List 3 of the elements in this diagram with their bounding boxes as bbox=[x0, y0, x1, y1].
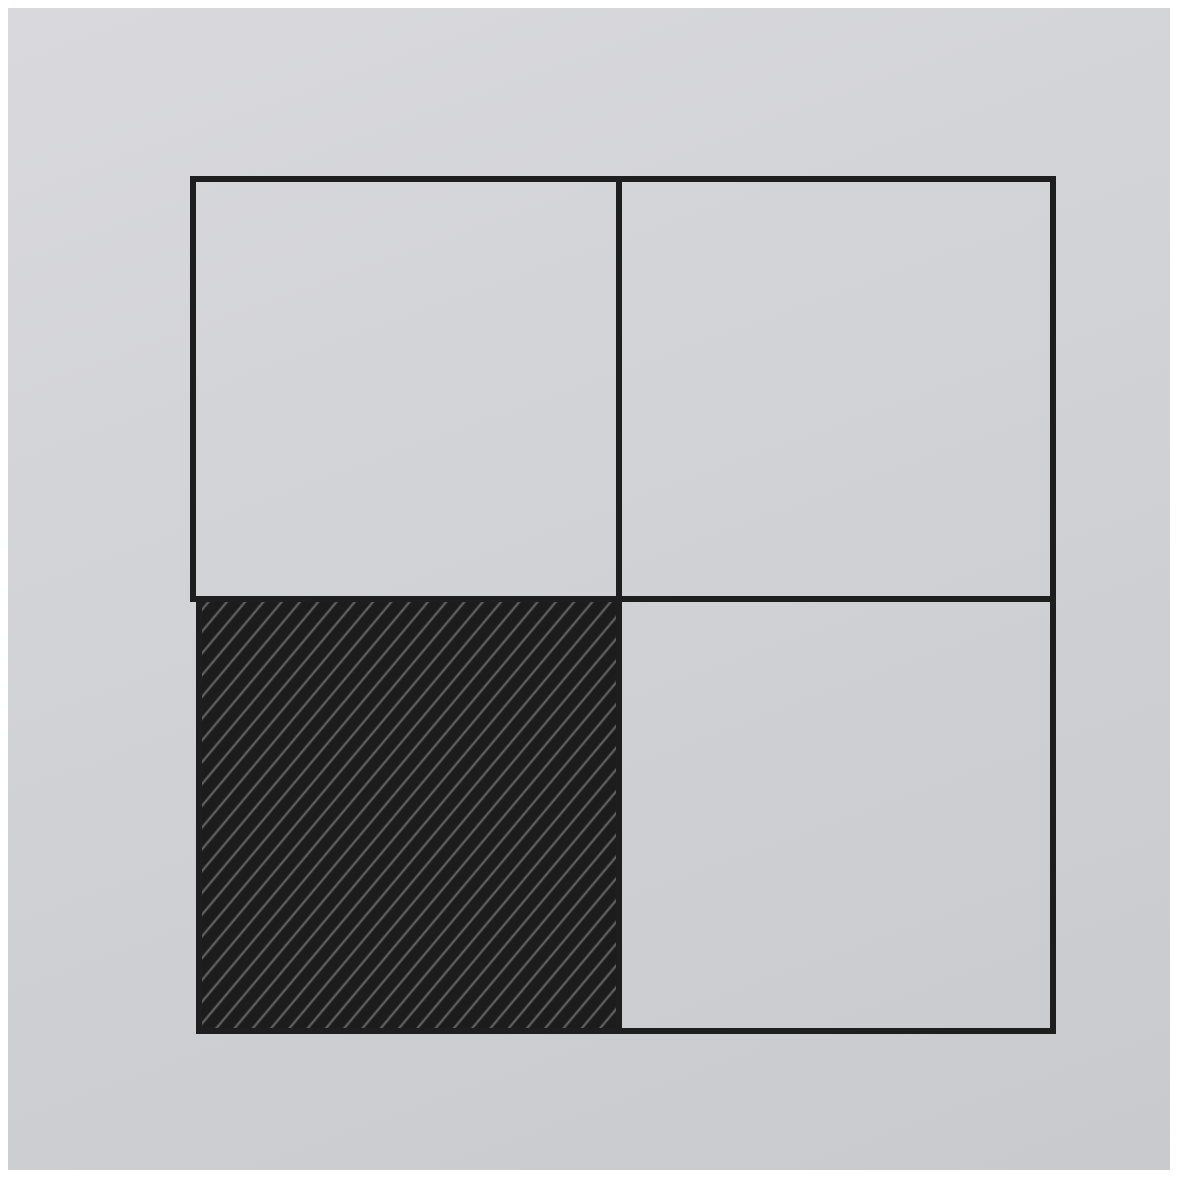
shaded-square bbox=[196, 596, 622, 1034]
grid-square bbox=[616, 176, 1056, 602]
grid-square bbox=[616, 596, 1056, 1034]
